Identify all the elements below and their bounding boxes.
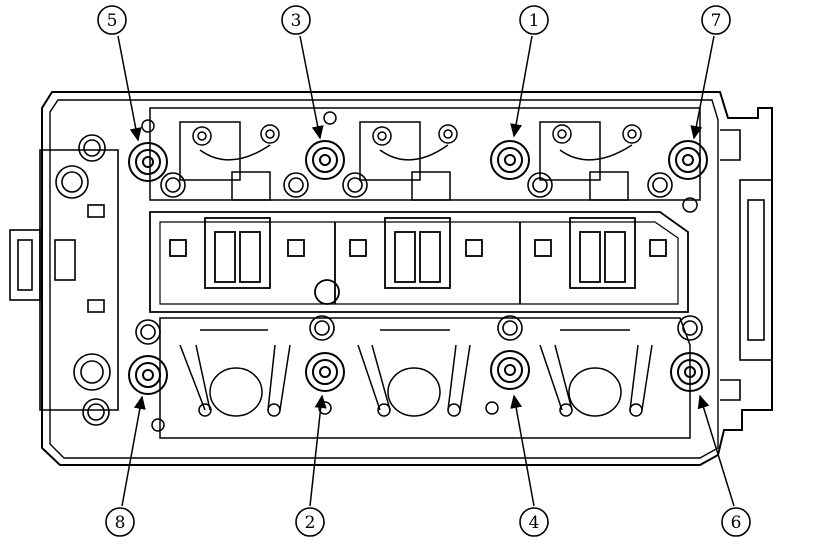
callouts: 5 3 1 7 8 2 4 6 bbox=[97, 5, 751, 537]
leader-2 bbox=[309, 394, 327, 507]
lower-valve-area bbox=[151, 317, 691, 439]
head-bolt-8 bbox=[128, 355, 168, 395]
leader-6 bbox=[697, 394, 735, 507]
leader-3 bbox=[299, 35, 324, 140]
right-end-plate bbox=[720, 129, 773, 401]
head-bolt-6 bbox=[670, 352, 710, 392]
svg-text:8: 8 bbox=[115, 513, 126, 533]
left-end-plate bbox=[9, 149, 119, 411]
head-bolt-4 bbox=[490, 350, 530, 390]
leader-7 bbox=[690, 35, 715, 140]
svg-text:6: 6 bbox=[731, 513, 742, 533]
callout-4: 4 bbox=[519, 507, 549, 537]
head-bolt-1 bbox=[490, 140, 530, 180]
callout-7: 7 bbox=[701, 5, 731, 35]
callout-5: 5 bbox=[97, 5, 127, 35]
svg-text:3: 3 bbox=[291, 11, 302, 31]
svg-text:5: 5 bbox=[107, 11, 118, 31]
head-bolt-3 bbox=[305, 140, 345, 180]
callout-1: 1 bbox=[519, 5, 549, 35]
head-bolt-2 bbox=[305, 352, 345, 392]
callout-arrows bbox=[117, 35, 735, 507]
svg-text:1: 1 bbox=[529, 11, 540, 31]
head-bolt-7 bbox=[668, 140, 708, 180]
svg-text:7: 7 bbox=[711, 11, 722, 31]
head-bolt-5 bbox=[128, 142, 168, 182]
callout-3: 3 bbox=[281, 5, 311, 35]
upper-rocker-area bbox=[141, 107, 701, 213]
head-bolts bbox=[128, 140, 710, 395]
callout-6: 6 bbox=[721, 507, 751, 537]
leader-1 bbox=[510, 35, 533, 138]
camshaft-window bbox=[149, 211, 689, 313]
small-bolts bbox=[78, 134, 703, 426]
svg-text:2: 2 bbox=[305, 513, 316, 533]
svg-text:4: 4 bbox=[529, 513, 540, 533]
callout-2: 2 bbox=[295, 507, 325, 537]
leader-8 bbox=[121, 395, 146, 507]
head-casting bbox=[41, 91, 773, 466]
leader-4 bbox=[510, 394, 535, 507]
callout-8: 8 bbox=[105, 507, 135, 537]
leader-5 bbox=[117, 35, 142, 142]
